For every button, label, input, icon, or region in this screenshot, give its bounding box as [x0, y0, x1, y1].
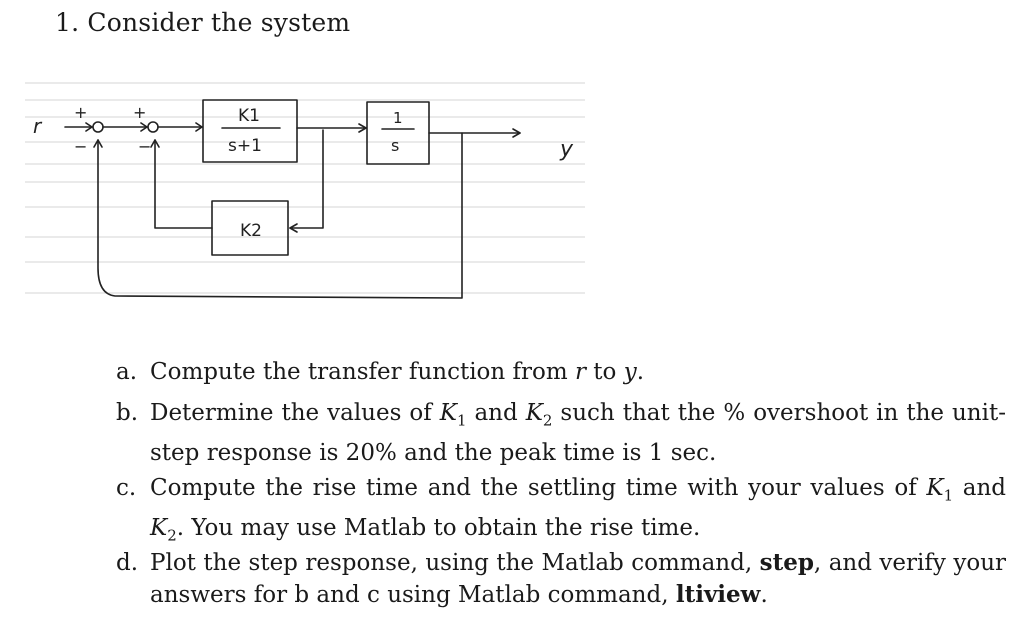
block-diagram: r y + − + − K1 s+1 1 s K2	[25, 82, 585, 299]
sum1-top-sign: +	[74, 103, 87, 122]
part-d-text: Plot the step response, using the Matlab…	[150, 549, 1006, 608]
part-a-text: Compute the transfer function from r to …	[150, 359, 645, 385]
output-label: y	[559, 137, 574, 162]
part-c-label: c.	[116, 475, 137, 501]
part-c: c. Compute the rise time and the settlin…	[116, 472, 1006, 551]
outer-feedback-path	[97, 132, 463, 299]
part-a: a. Compute the transfer function from r …	[116, 356, 1006, 388]
inner-feedback-path	[289, 129, 324, 229]
sum1-bottom-sign: −	[74, 137, 87, 156]
part-c-text: Compute the rise time and the settling t…	[150, 475, 1007, 545]
notebook-lines	[25, 82, 585, 294]
problem-number: 1.	[55, 8, 80, 37]
summing-junction-1	[92, 121, 104, 133]
sum2-bottom-sign: −	[138, 137, 151, 156]
input-label: r	[33, 114, 43, 138]
part-d: d. Plot the step response, using the Mat…	[116, 547, 1006, 611]
matlab-step-command: step	[759, 549, 814, 576]
summing-junction-2	[147, 121, 159, 133]
block1-numerator: K1	[238, 106, 260, 126]
block1-denominator: s+1	[228, 136, 262, 156]
part-b: b. Determine the values of K1 and K2 suc…	[116, 397, 1006, 469]
matlab-ltiview-command: ltiview	[675, 581, 761, 608]
sum2-top-sign: +	[133, 103, 146, 122]
block3-label: K2	[240, 221, 262, 241]
problem-title: Consider the system	[87, 8, 351, 37]
block2-numerator: 1	[393, 109, 403, 127]
part-b-label: b.	[116, 400, 139, 426]
part-a-label: a.	[116, 359, 138, 385]
block-k1-over-s-plus-1	[202, 99, 298, 163]
part-b-text: Determine the values of K1 and K2 such t…	[150, 400, 1006, 466]
block2-denominator: s	[391, 136, 399, 155]
part-d-label: d.	[116, 550, 139, 576]
problem-heading: 1. Consider the system	[55, 8, 350, 37]
